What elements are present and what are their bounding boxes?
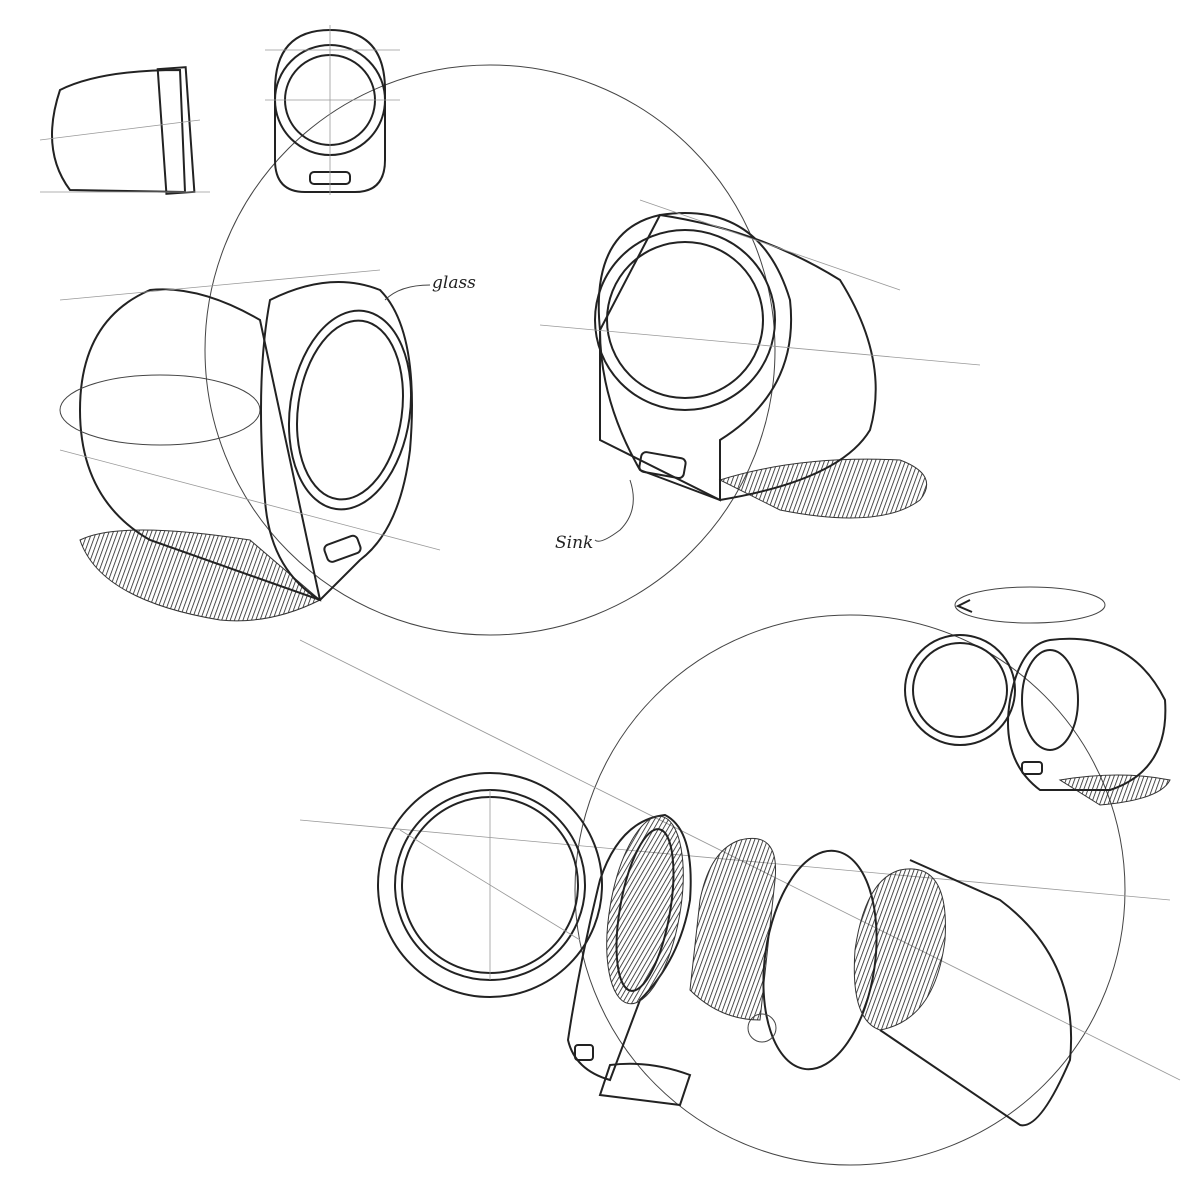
- exploded-view-sketch: [377, 772, 1073, 1127]
- glass-annotation: glass: [432, 273, 476, 293]
- perspective-view-right: [539, 199, 981, 542]
- front-view-sketch: [265, 25, 400, 195]
- construction-circle-bottom: [574, 614, 1126, 1166]
- door-rotation-sketch: [904, 586, 1171, 806]
- sink-annotation: Sink: [555, 533, 593, 553]
- perspective-view-left: [59, 269, 441, 622]
- construction-circle-top: [204, 64, 776, 636]
- side-view-sketch: [39, 66, 210, 195]
